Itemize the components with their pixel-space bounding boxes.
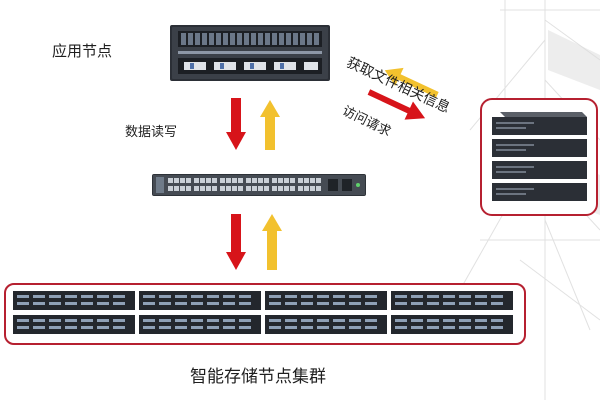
app-server-icon xyxy=(170,25,330,81)
arrow-file-info-icon xyxy=(384,67,439,98)
arrow-up-read-icon xyxy=(260,100,280,150)
server-stack-icon xyxy=(492,112,587,201)
arrow-down-write-icon xyxy=(226,98,246,150)
storage-array-icon xyxy=(391,291,513,310)
storage-array-icon xyxy=(13,291,135,310)
storage-array-icon xyxy=(265,291,387,310)
data-read-write-label: 数据读写 xyxy=(125,125,178,140)
storage-array-icon xyxy=(13,315,135,334)
storage-cluster-group xyxy=(4,283,526,345)
storage-array-icon xyxy=(265,315,387,334)
storage-cluster-label: 智能存储节点集群 xyxy=(190,367,326,387)
arrow-down-store-icon xyxy=(226,214,246,270)
arrow-up-fetch-icon xyxy=(262,214,282,270)
storage-array-icon xyxy=(139,315,261,334)
storage-array-icon xyxy=(139,291,261,310)
network-switch-icon xyxy=(152,174,366,196)
app-node-label: 应用节点 xyxy=(52,42,113,60)
arrow-access-request-icon xyxy=(367,89,426,120)
metadata-server-group xyxy=(480,98,598,216)
storage-array-icon xyxy=(391,315,513,334)
